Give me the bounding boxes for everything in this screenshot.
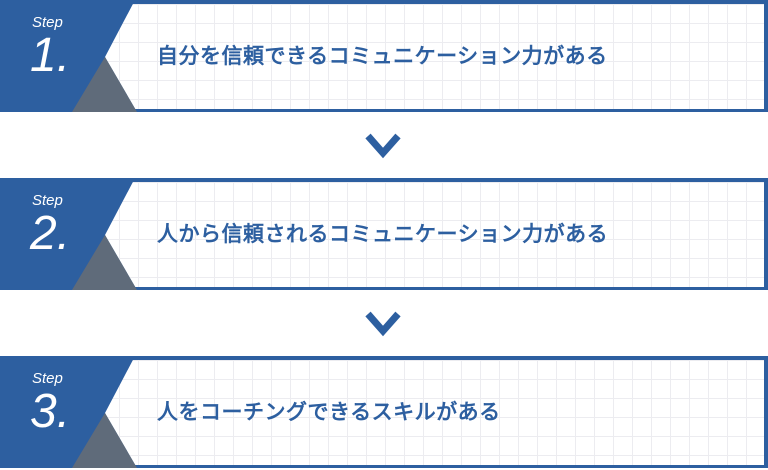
step-number: 2. [30,207,71,260]
step-badge [0,356,137,468]
step-label: Step [32,370,63,387]
step-card [100,356,768,468]
step-badge [0,178,137,290]
step-label: Step [32,14,63,31]
step-card [100,178,768,290]
step-number: 1. [30,29,71,82]
step-2: Step 2. 人から信頼されるコミュニケーション力がある [0,178,768,290]
step-1: Step 1. 自分を信頼できるコミュニケーション力がある [0,0,768,112]
step-title: 人から信頼されるコミュニケーション力がある [157,222,609,246]
step-3: Step 3. 人をコーチングできるスキルがある [0,356,768,468]
step-title: 人をコーチングできるスキルがある [157,400,501,424]
chevron-down-icon [365,133,401,159]
step-title: 自分を信頼できるコミュニケーション力がある [157,44,608,68]
step-badge [0,0,137,112]
chevron-down-icon [365,311,401,337]
step-card [100,0,768,112]
step-number: 3. [30,385,71,438]
step-label: Step [32,192,63,209]
